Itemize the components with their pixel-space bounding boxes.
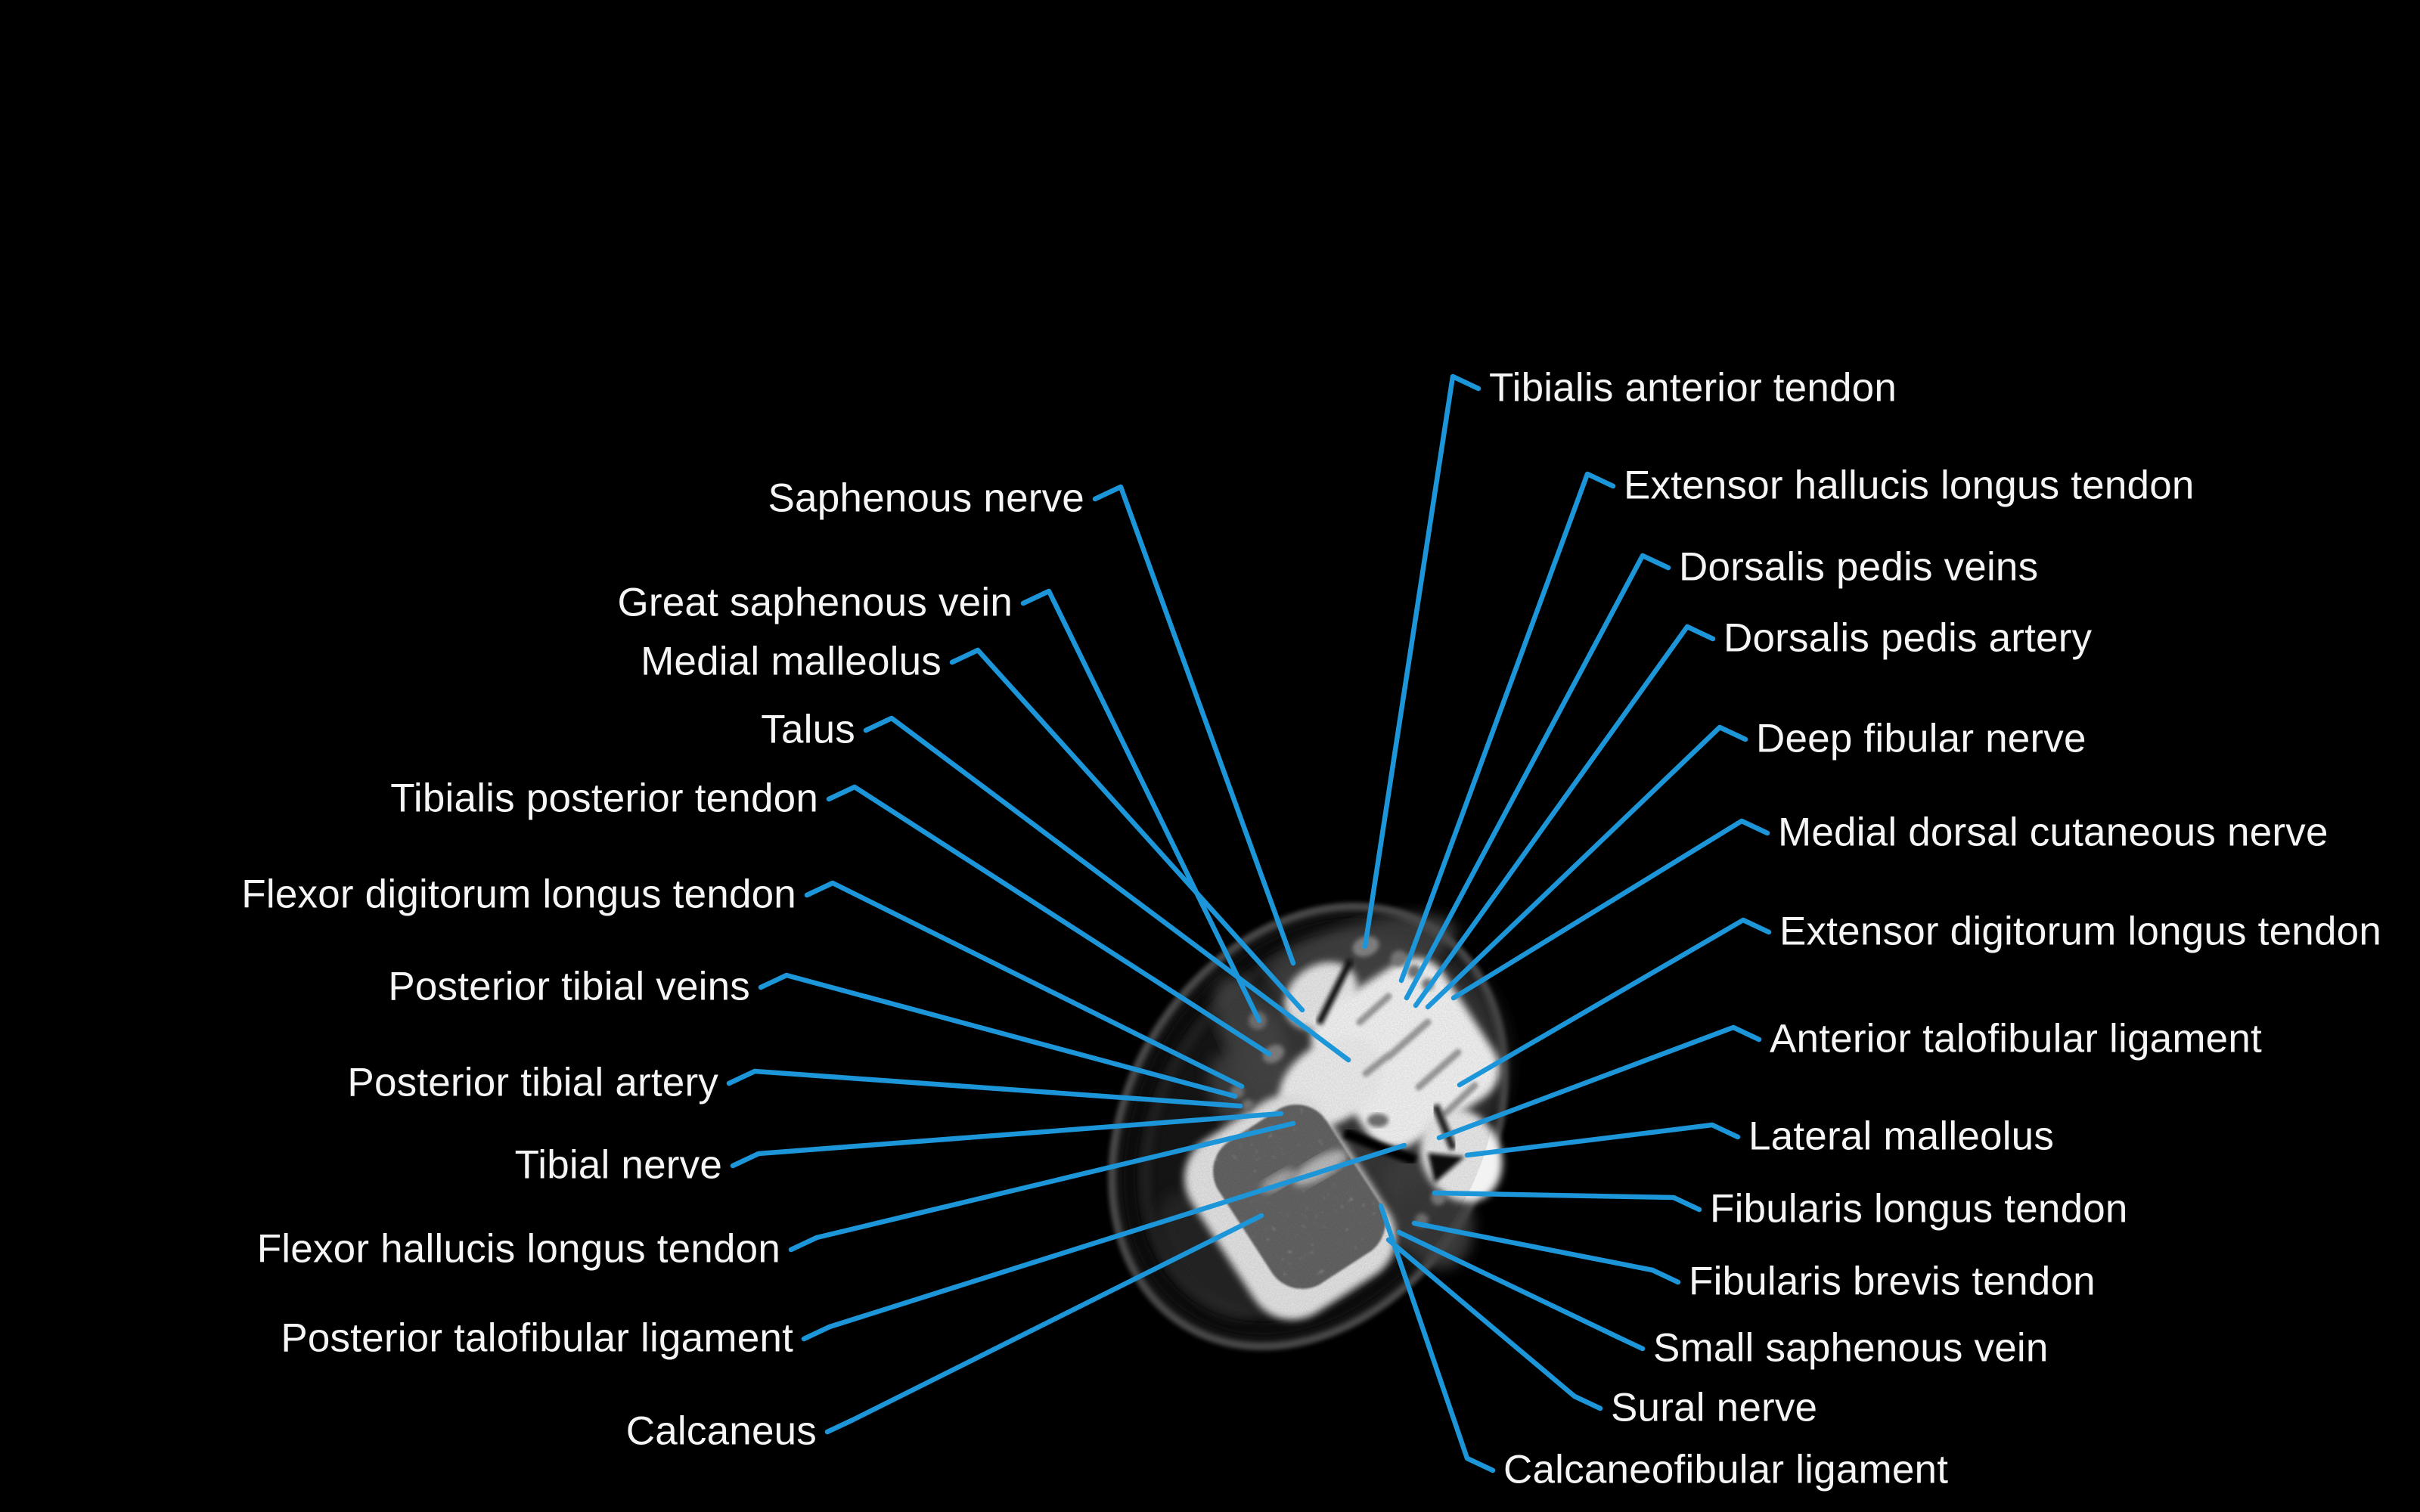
leader-lines xyxy=(726,373,1772,1473)
leader-sural-nerve xyxy=(1385,1237,1603,1411)
label-medial-dorsal-cutaneous-nerve: Medial dorsal cutaneous nerve xyxy=(1778,810,2328,855)
label-tibialis-anterior-tendon: Tibialis anterior tendon xyxy=(1489,365,1897,411)
label-sural-nerve: Sural nerve xyxy=(1611,1385,1818,1430)
leader-talus xyxy=(863,715,1351,1063)
label-dorsalis-pedis-artery: Dorsalis pedis artery xyxy=(1723,615,2093,661)
leader-anterior-talofibular-ligament xyxy=(1436,1024,1762,1141)
label-extensor-hallucis-longus-tendon: Extensor hallucis longus tendon xyxy=(1624,463,2195,508)
label-medial-malleolus: Medial malleolus xyxy=(641,639,942,684)
leader-fibularis-brevis-tendon xyxy=(1411,1220,1681,1285)
leader-extensor-digitorum-longus-tendon xyxy=(1457,917,1772,1088)
label-deep-fibular-nerve: Deep fibular nerve xyxy=(1756,716,2086,761)
leader-lateral-malleolus xyxy=(1464,1122,1741,1158)
leader-medial-malleolus xyxy=(949,647,1305,1013)
label-flexor-hallucis-longus-tendon: Flexor hallucis longus tendon xyxy=(256,1226,780,1272)
leader-fibularis-longus-tendon xyxy=(1432,1190,1702,1213)
label-posterior-tibial-artery: Posterior tibial artery xyxy=(347,1060,718,1105)
label-calcaneofibular-ligament: Calcaneofibular ligament xyxy=(1503,1447,1949,1492)
leader-deep-fibular-nerve xyxy=(1425,724,1748,1010)
label-calcaneus: Calcaneus xyxy=(625,1408,817,1454)
label-lateral-malleolus: Lateral malleolus xyxy=(1748,1114,2055,1159)
label-great-saphenous-vein: Great saphenous vein xyxy=(617,580,1013,625)
leader-flexor-digitorum-longus-tendon xyxy=(804,880,1245,1089)
label-fibularis-longus-tendon: Fibularis longus tendon xyxy=(1710,1186,2128,1232)
leader-posterior-tibial-artery xyxy=(726,1068,1243,1109)
label-small-saphenous-vein: Small saphenous vein xyxy=(1653,1325,2049,1371)
label-tibial-nerve: Tibial nerve xyxy=(514,1142,722,1188)
leader-great-saphenous-vein xyxy=(1020,588,1262,1024)
label-extensor-digitorum-longus-tendon: Extensor digitorum longus tendon xyxy=(1779,909,2381,954)
leader-tibial-nerve xyxy=(730,1111,1284,1169)
leader-tibialis-anterior-tendon xyxy=(1362,373,1481,950)
leader-calcaneofibular-ligament xyxy=(1378,1203,1496,1473)
label-anterior-talofibular-ligament: Anterior talofibular ligament xyxy=(1770,1016,2262,1061)
label-talus: Talus xyxy=(761,707,855,752)
label-posterior-tibial-veins: Posterior tibial veins xyxy=(388,964,750,1009)
label-posterior-talofibular-ligament: Posterior talofibular ligament xyxy=(281,1315,793,1361)
leader-saphenous-nerve xyxy=(1092,484,1296,966)
leader-medial-dorsal-cutaneous-nerve xyxy=(1450,818,1770,1001)
label-saphenous-nerve: Saphenous nerve xyxy=(768,476,1084,521)
leader-dorsalis-pedis-veins xyxy=(1404,553,1671,1001)
leader-flexor-hallucis-longus-tendon xyxy=(788,1120,1296,1253)
leader-dorsalis-pedis-artery xyxy=(1413,624,1716,1009)
leader-calcaneus xyxy=(824,1213,1264,1435)
leader-posterior-talofibular-ligament xyxy=(801,1142,1407,1342)
label-flexor-digitorum-longus-tendon: Flexor digitorum longus tendon xyxy=(241,872,796,917)
leader-posterior-tibial-veins xyxy=(758,972,1238,1099)
label-fibularis-brevis-tendon: Fibularis brevis tendon xyxy=(1689,1259,2096,1304)
label-tibialis-posterior-tendon: Tibialis posterior tendon xyxy=(390,776,818,821)
leader-extensor-hallucis-longus-tendon xyxy=(1398,471,1616,984)
leader-small-saphenous-vein xyxy=(1396,1229,1646,1352)
leader-tibialis-posterior-tendon xyxy=(826,784,1272,1057)
label-dorsalis-pedis-veins: Dorsalis pedis veins xyxy=(1679,544,2039,590)
